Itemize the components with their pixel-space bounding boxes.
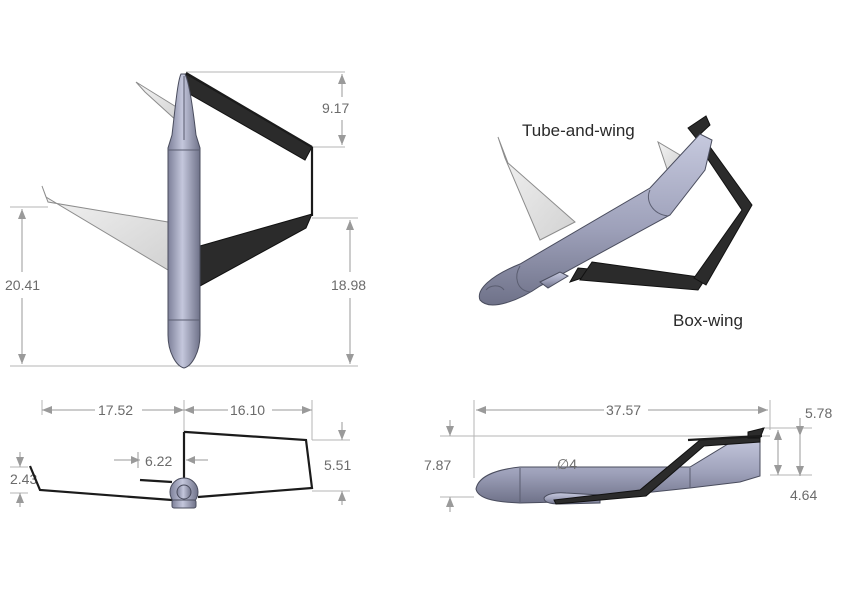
front-fuselage-nose <box>176 484 192 500</box>
iso-tube-wing <box>497 136 576 241</box>
arrowhead <box>774 430 782 440</box>
dim-5-51: 5.51 <box>324 457 351 473</box>
side-fuselage <box>475 435 761 504</box>
iso-box-wing-lower-panel <box>579 261 707 291</box>
dim-7-87: 7.87 <box>424 457 451 473</box>
arrowhead <box>774 465 782 475</box>
arrowhead <box>338 430 346 440</box>
side-box-wing <box>553 435 761 505</box>
arrowhead <box>338 74 346 84</box>
front-view: 17.52 16.10 6.22 5.51 2.43 <box>10 400 351 509</box>
top-view: 9.17 20.41 18.98 <box>5 71 366 369</box>
iso-fuselage <box>478 133 713 306</box>
dim-20-41: 20.41 <box>5 277 40 293</box>
arrowhead <box>446 497 454 507</box>
tube-main-wing <box>41 185 169 271</box>
label-box-wing: Box-wing <box>673 311 743 330</box>
arrowhead <box>302 406 312 414</box>
fuselage-top-view <box>167 73 201 369</box>
dim-4-64: 4.64 <box>790 487 817 503</box>
label-tube-and-wing: Tube-and-wing <box>522 121 635 140</box>
front-tail-plane <box>139 478 173 484</box>
front-tube-wing <box>28 465 173 502</box>
iso-fuselage-seam <box>516 265 531 293</box>
arrowhead <box>18 354 26 364</box>
arrowhead <box>346 220 354 230</box>
side-box-wing-edge <box>687 434 763 442</box>
dim-5-78: 5.78 <box>805 405 832 421</box>
arrowhead <box>338 491 346 501</box>
iso-fuselage-seam <box>647 189 669 217</box>
dim-9-17: 9.17 <box>322 100 349 116</box>
arrowhead <box>16 493 24 503</box>
box-wing-lower-surface <box>199 213 313 287</box>
iso-engine-pod <box>539 271 570 289</box>
dim-17-52: 17.52 <box>98 402 133 418</box>
dim-diameter-4: ∅4 <box>557 456 577 472</box>
arrowhead <box>174 406 184 414</box>
arrowhead <box>758 406 768 414</box>
arrowhead <box>42 406 52 414</box>
side-view: 37.57 7.87 5.78 4.64 ∅4 <box>424 400 832 512</box>
arrowhead <box>796 466 804 476</box>
arrowhead <box>184 406 194 414</box>
box-wing-upper-surface <box>185 73 313 161</box>
front-engine <box>171 499 197 509</box>
arrowhead <box>476 406 486 414</box>
arrowhead <box>18 209 26 219</box>
arrowhead <box>796 426 804 436</box>
box-wing-upper-edge <box>185 72 313 148</box>
iso-vertical-tail <box>687 115 711 139</box>
front-box-wing <box>184 430 314 499</box>
dim-2-43: 2.43 <box>10 471 37 487</box>
arrowhead <box>131 456 140 464</box>
iso-fuselage-seam <box>485 285 505 291</box>
tube-horizontal-tail <box>135 81 179 124</box>
arrowhead <box>338 135 346 145</box>
arrowhead <box>186 456 195 464</box>
dim-18-98: 18.98 <box>331 277 366 293</box>
arrowhead <box>16 457 24 467</box>
arrowhead <box>446 426 454 436</box>
arrowhead <box>346 354 354 364</box>
dim-37-57: 37.57 <box>606 402 641 418</box>
isometric-view: Tube-and-wing Box-wing <box>478 115 753 330</box>
dim-16-10: 16.10 <box>230 402 265 418</box>
diameter-leader <box>555 461 561 471</box>
dim-6-22: 6.22 <box>145 453 172 469</box>
